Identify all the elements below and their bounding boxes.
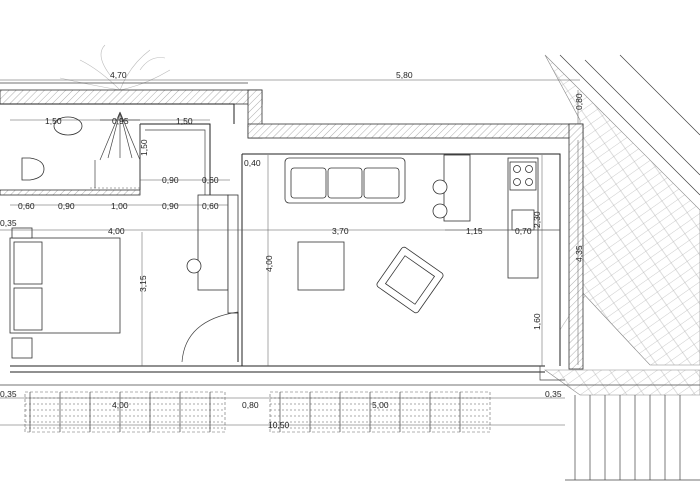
- dim-terrace-left: 0,35: [0, 389, 17, 399]
- dim-bath-sink: 1,50: [45, 116, 62, 126]
- dim-seg-100: 1,00: [111, 201, 128, 211]
- stool-1: [432, 179, 448, 195]
- tree-sketch-top: [59, 44, 171, 91]
- dim-terrace-right: 0,35: [545, 389, 562, 399]
- dim-seg-060: 0,60: [202, 201, 219, 211]
- pillow-1: [13, 241, 43, 285]
- nightstand-top: [11, 227, 33, 239]
- dim-wardrobe-a: 0,90: [162, 175, 179, 185]
- washbasin: [53, 116, 83, 136]
- entry-door: [181, 311, 239, 363]
- dim-top-right: 5,80: [396, 70, 413, 80]
- exterior-stair: [565, 395, 700, 481]
- dimension-labels: 4,70 5,80 0,80 4,35 1,50 0,95 1,50 1,50 …: [0, 70, 584, 430]
- dim-right-depth: 4,35: [574, 245, 584, 262]
- dim-terrace-a: 4,00: [112, 400, 129, 410]
- dim-living-height: 4,00: [264, 255, 274, 272]
- dim-right-lower: 1,60: [532, 313, 542, 330]
- toilet: [21, 157, 45, 181]
- dim-top-left: 4,70: [110, 70, 127, 80]
- dim-living-width: 3,70: [332, 226, 349, 236]
- nightstand-bottom: [11, 337, 33, 359]
- dim-terrace-b: 5,00: [372, 400, 389, 410]
- living-furniture: [284, 154, 539, 314]
- dim-seg-090-a: 0,90: [58, 201, 75, 211]
- cooktop: [509, 161, 537, 191]
- coffee-table: [297, 241, 345, 291]
- lamp: [186, 258, 202, 274]
- dim-kitchen-depth: 2,30: [532, 211, 542, 228]
- dim-kitchen-gap: 1,15: [466, 226, 483, 236]
- pillow-2: [13, 287, 43, 331]
- dim-wardrobe-b: 0,60: [202, 175, 219, 185]
- dim-bedroom-width: 4,00: [108, 226, 125, 236]
- dim-left-035: 0,35: [0, 218, 17, 228]
- dim-terrace-gap: 0,80: [242, 400, 259, 410]
- dimension-lines: [0, 79, 580, 426]
- dim-right-top: 0,80: [574, 93, 584, 110]
- dim-bath-depth: 1,50: [139, 139, 149, 156]
- dim-bedroom-depth: 3,15: [138, 275, 148, 292]
- bathroom-fixtures: [21, 111, 141, 189]
- shower-spray: [99, 111, 141, 161]
- bedroom-furniture: [9, 227, 202, 359]
- dim-bath-shower: 0,95: [112, 116, 129, 126]
- dim-seg-060-left: 0,60: [18, 201, 35, 211]
- kitchen-counter: [443, 154, 471, 222]
- stool-2: [432, 203, 448, 219]
- dim-total-length: 10,50: [268, 420, 290, 430]
- exterior-slope: [544, 54, 700, 396]
- walls: [0, 82, 584, 370]
- dim-living-offset: 0,40: [244, 158, 261, 168]
- dim-kitchen-unit: 0,70: [515, 226, 532, 236]
- dim-seg-090-b: 0,90: [162, 201, 179, 211]
- shower-tray: [94, 119, 140, 188]
- armchair: [376, 246, 444, 314]
- dim-bath-right: 1,50: [176, 116, 193, 126]
- partitions: [139, 123, 561, 366]
